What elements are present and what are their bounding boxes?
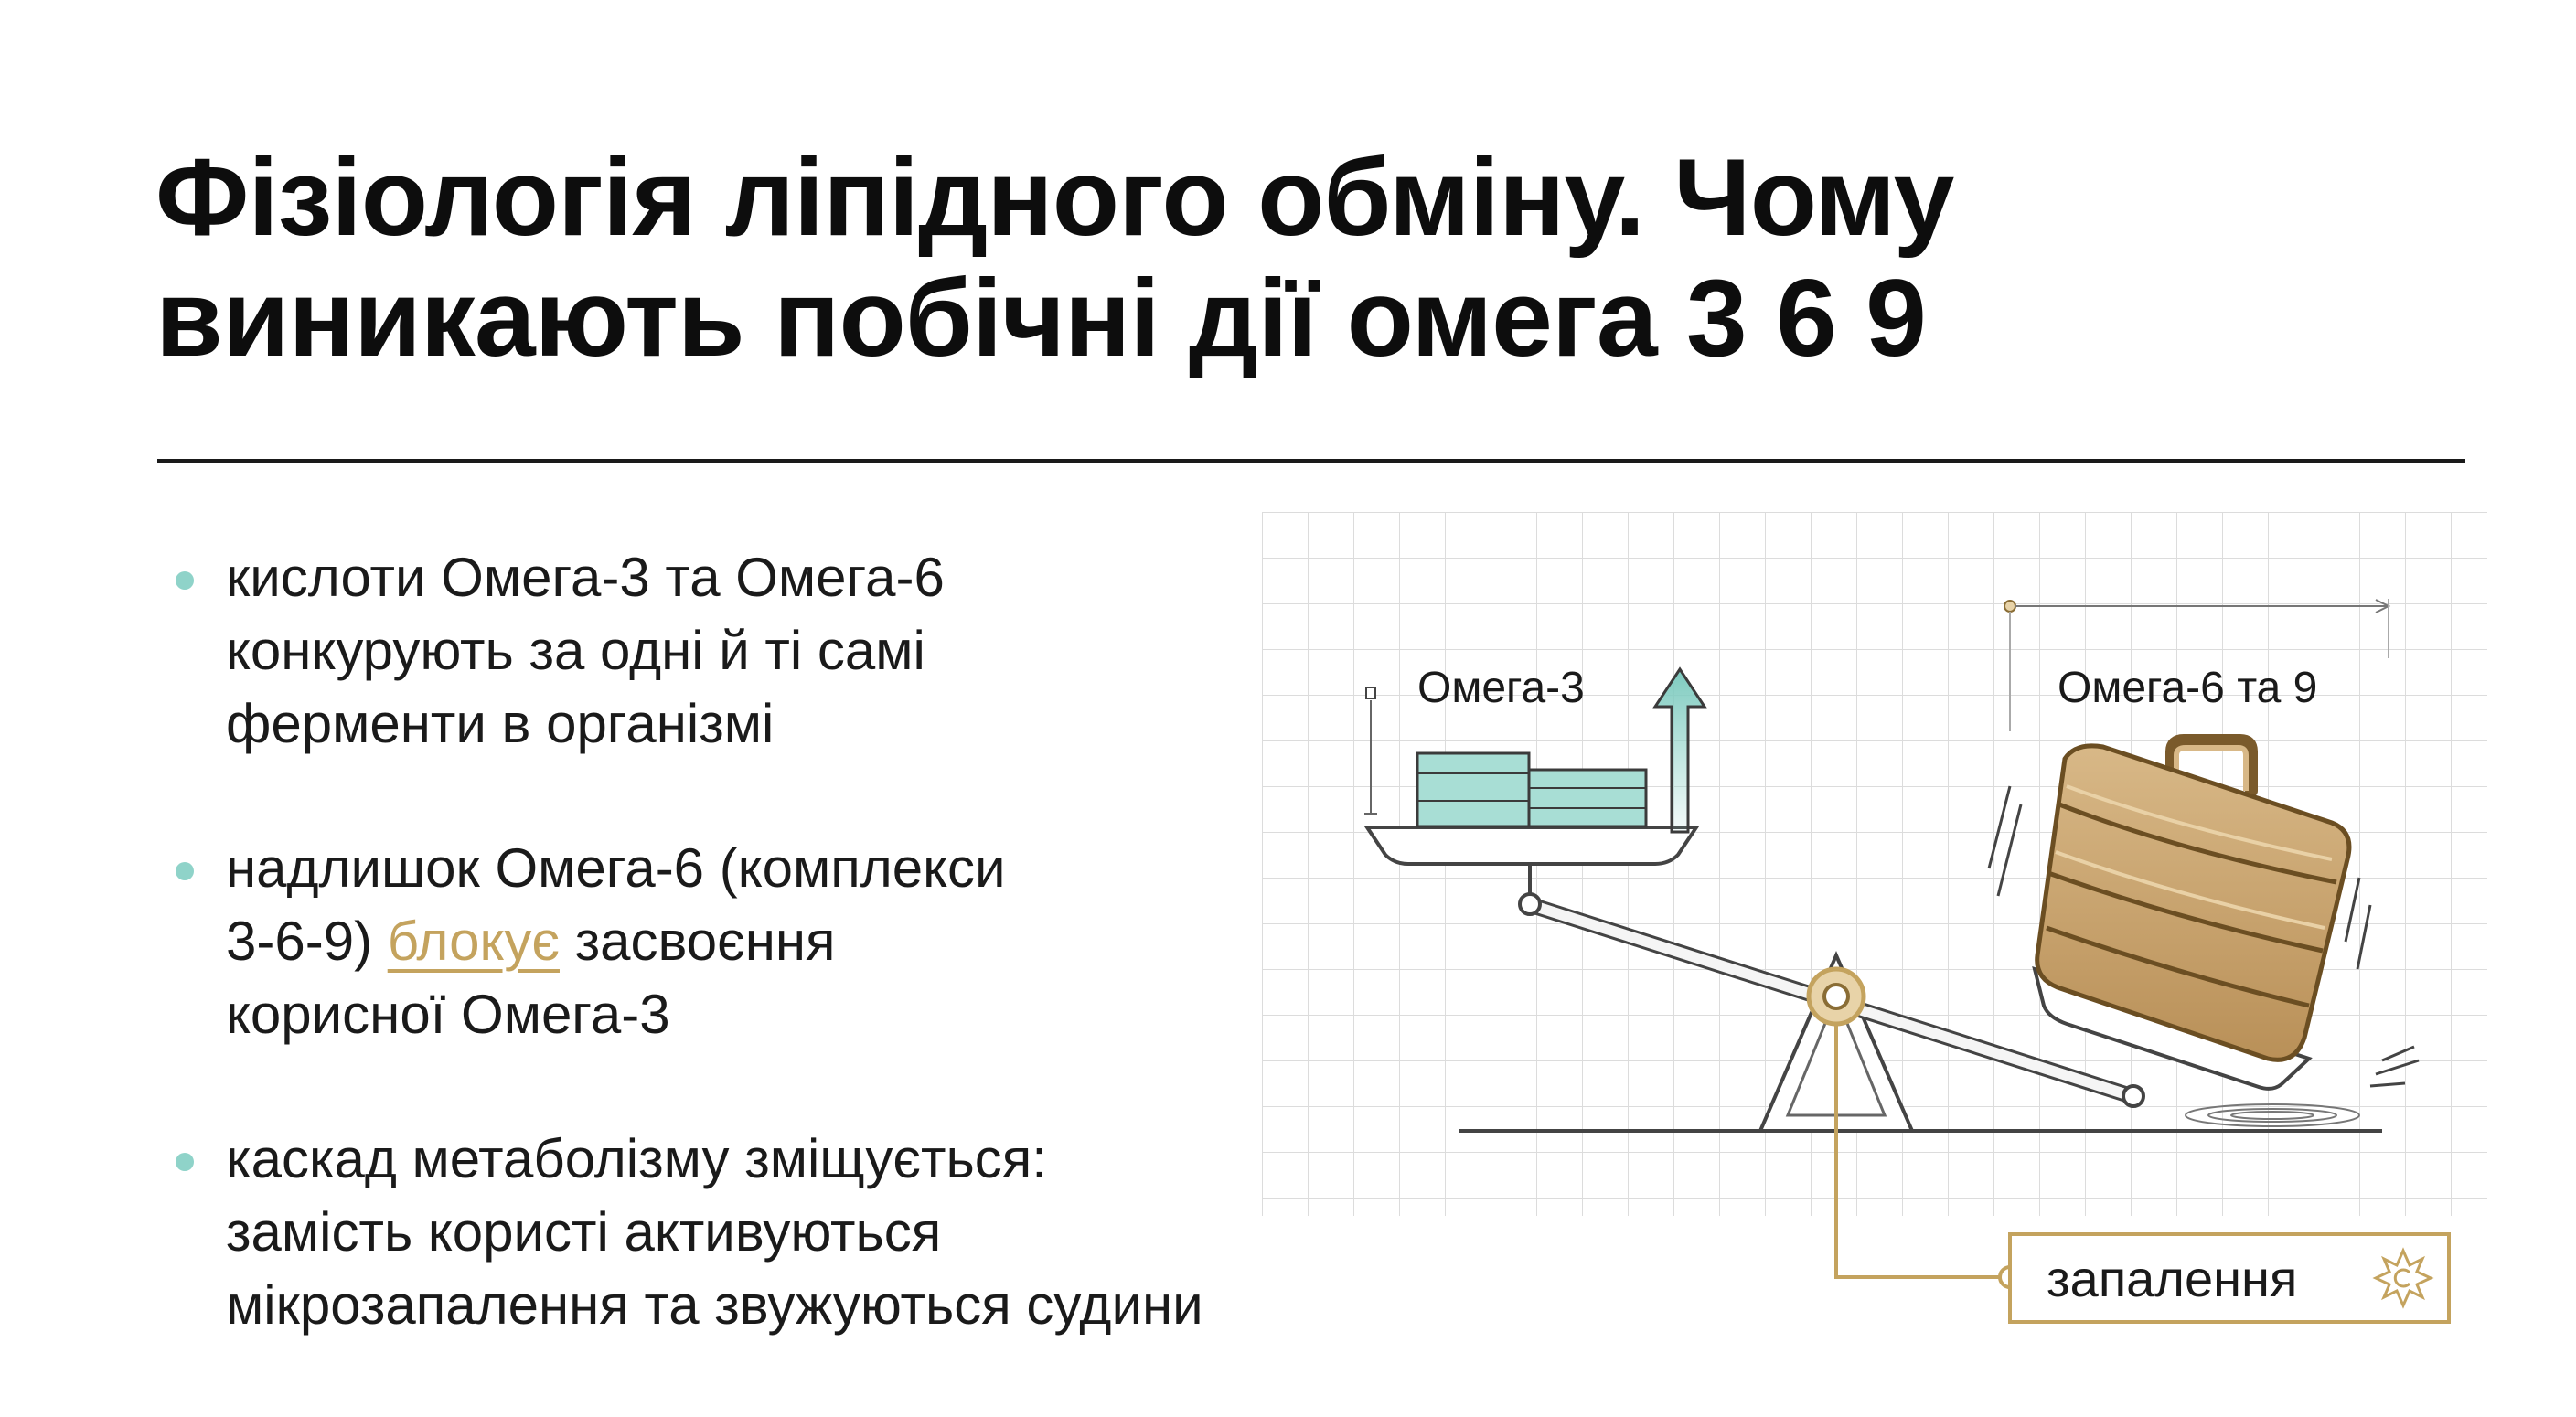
page-title-line-1: Фізіологія ліпідного обміну. Чому	[155, 136, 1954, 259]
heavy-bag-icon	[2035, 734, 2352, 1062]
bullet-2-line-1: надлишок Омега-6 (комплекси	[226, 837, 1006, 899]
bullet-2-text-before: 3-6-9)	[226, 911, 388, 972]
bullet-1-line-3: ферменти в організмі	[226, 693, 775, 754]
bullet-1-line-2: конкурують за одні й ті самі	[226, 620, 925, 681]
title-divider	[157, 459, 2465, 463]
impact-ripples	[2185, 1103, 2360, 1127]
highlight-blocks: блокує	[387, 911, 560, 972]
omega3-blocks	[1416, 751, 1648, 828]
bullet-1-line-1: кислоти Омега-3 та Омега-6	[226, 547, 945, 608]
bullet-2-line-2: 3-6-9) блокує засвоєння	[226, 905, 1468, 978]
omega69-label: Омега-6 та 9	[2058, 664, 2317, 712]
omega3-plate	[1363, 826, 1700, 896]
motion-lines	[1987, 785, 2420, 1088]
inflammation-label: запалення	[2047, 1250, 2297, 1307]
omega69-measure-bracket	[2004, 599, 2391, 731]
bullet-item-enzyme-competition: кислоти Омега-3 та Омега-6 конкурують за…	[169, 541, 1468, 761]
bullet-dot-icon	[176, 1153, 194, 1171]
page-title: Фізіологія ліпідного обміну. Чому виника…	[155, 137, 2496, 378]
bullet-dot-icon	[176, 862, 194, 880]
bullet-list: кислоти Омега-3 та Омега-6 конкурують за…	[169, 541, 1468, 1413]
bullet-2-text-after: засвоєння	[559, 911, 836, 972]
sun-burst-icon	[2372, 1247, 2434, 1309]
bullet-3-line-2: замість користі активуються	[226, 1201, 942, 1263]
bullet-dot-icon	[176, 571, 194, 590]
bullet-2-line-3: корисної Омега-3	[226, 984, 670, 1045]
pivot-icon	[1806, 966, 1866, 1027]
balance-scale-illustration: Омега-3 Омега-6 та 9	[1262, 512, 2506, 1362]
bullet-3-line-3: мікрозапалення та звужуються судини	[226, 1274, 1203, 1336]
omega3-label: Омега-3	[1417, 664, 1585, 712]
bullet-3-line-1: каскад метаболізму зміщується:	[226, 1128, 1047, 1189]
bullet-item-metabolism-shift: каскад метаболізму зміщується: замість к…	[169, 1123, 1468, 1342]
bullet-item-omega6-excess: надлишок Омега-6 (комплекси 3-6-9) блоку…	[169, 832, 1468, 1051]
omega3-measure-bracket	[1364, 687, 1377, 815]
page-title-line-2: виникають побічні дії омега 3 6 9	[155, 257, 1927, 379]
up-arrow-icon	[1652, 666, 1707, 834]
